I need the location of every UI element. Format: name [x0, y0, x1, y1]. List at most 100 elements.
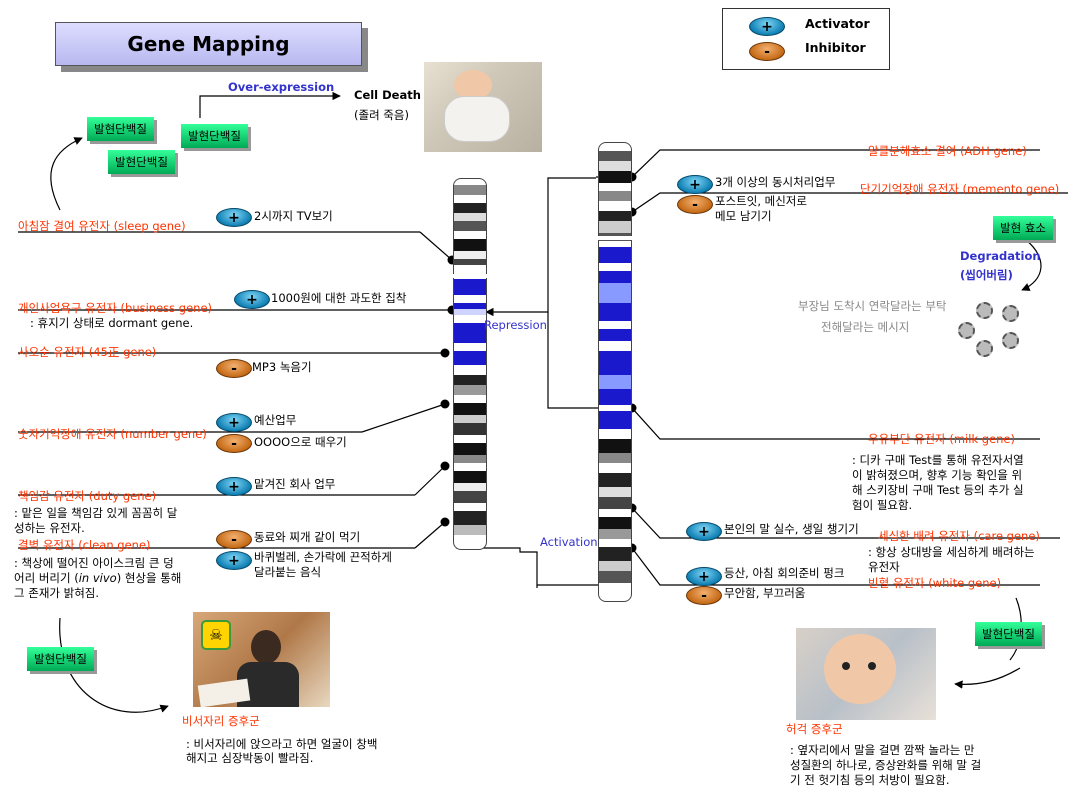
number-inhibitor-label: OOOO으로 때우기 [254, 435, 347, 449]
inhibitor-icon: - [677, 195, 713, 214]
secretary-syndrome-label: 비서자리 증후군 [182, 714, 260, 728]
plus-symbol: + [689, 176, 701, 193]
postit-label-2: 메모 남기기 [715, 209, 772, 223]
number-gene-label: 숫자기억장애 유전자 (number gene) [18, 427, 207, 441]
startled-baby-photo [796, 628, 936, 720]
duty-activator-label: 맡겨진 회사 업무 [254, 477, 336, 491]
white-activator-label: 등산, 아침 회의준비 펑크 [724, 566, 845, 580]
startle-note-3: 기 전 헛기침 등의 처방이 필요함. [790, 773, 950, 787]
legend: + Activator - Inhibitor [722, 8, 890, 70]
secretary-note-1: : 비서자리에 앉으라고 하면 얼굴이 창백 [186, 737, 378, 751]
protein-box-4: 발현단백질 [27, 647, 94, 671]
baby-body [444, 96, 510, 142]
inhibitor-icon: - [686, 586, 722, 605]
milk-note-4: 험이 필요함. [852, 498, 913, 512]
minus-symbol: - [231, 360, 237, 377]
secretary-photo: ☠ [193, 612, 330, 708]
chromosome-left [453, 178, 487, 550]
minus-symbol: - [692, 196, 698, 213]
startle-syndrome-label: 허걱 증후군 [786, 722, 843, 736]
duty-note-1: : 맡은 일을 책임감 있게 꼼꼼히 달 [14, 506, 178, 520]
plus-symbol: + [228, 209, 240, 226]
legend-activator: Activator [805, 16, 870, 31]
sleep-activator-label: 2시까지 TV보기 [254, 209, 333, 223]
degraded-fragment [1002, 332, 1019, 349]
legend-inhibitor: Inhibitor [805, 40, 866, 55]
over-expression-label: Over-expression [228, 80, 335, 94]
clean-note-2b: in vivo [78, 571, 117, 585]
adh-gene-label: 알콜분해효소 결여 (ADH gene) [868, 144, 1027, 158]
duty-gene-label: 책임감 유전자 (duty gene) [18, 489, 157, 503]
protein-box-right: 발현단백질 [975, 622, 1042, 646]
protein-box-3: 발현단백질 [108, 150, 175, 174]
skull-badge: ☠ [201, 620, 231, 650]
enzyme-box: 발현 효소 [993, 216, 1053, 240]
business-activator-label: 1000원에 대한 과도한 집착 [271, 291, 407, 305]
degraded-fragment [958, 322, 975, 339]
inhibitor-icon: - [749, 42, 785, 61]
sleeping-baby-photo [424, 62, 542, 152]
business-note: : 휴지기 상태로 dormant gene. [30, 316, 194, 330]
minus-symbol: - [231, 435, 237, 452]
clean-note-1: : 책상에 떨어진 아이스크림 큰 덩 [14, 556, 174, 570]
plus-symbol: + [761, 18, 773, 35]
activator-icon: + [234, 290, 270, 309]
chromosome-right [598, 142, 632, 602]
plus-symbol: + [246, 291, 258, 308]
message-label-2: 전해달라는 메시지 [821, 320, 910, 334]
milk-note-1: : 디카 구매 Test를 통해 유전자서열 [852, 453, 1024, 467]
person-head [251, 630, 281, 664]
degradation-ko-label: (씹어버림) [960, 268, 1013, 282]
startle-note-1: : 옆자리에서 말을 걸면 깜짝 놀라는 만 [790, 743, 975, 757]
milk-note-3: 해 스키장비 구매 Test 등의 추가 실 [852, 483, 1024, 497]
activator-icon: + [216, 551, 252, 570]
protein-box-2: 발현단백질 [181, 124, 248, 148]
postit-label-1: 포스트잇, 메신저로 [715, 194, 807, 208]
clean-inhibitor-label: 동료와 찌개 같이 먹기 [254, 530, 361, 544]
clean-gene-label: 결벽 유전자 (clean gene) [18, 538, 151, 552]
startle-note-2: 성질환의 하나로, 증상완화를 위해 말 걸 [790, 758, 982, 772]
activator-icon: + [677, 175, 713, 194]
clean-note-2c: ) 현상을 통해 [116, 571, 182, 585]
memento-gene-label: 단기기억장애 유전자 (memento gene) [860, 182, 1060, 196]
sleep-gene-label: 아침잠 결여 유전자 (sleep gene) [18, 219, 186, 233]
degradation-label: Degradation [960, 249, 1041, 263]
baby-eye-left [842, 662, 850, 670]
cell-death-ko-label: (졸려 죽음) [354, 108, 409, 122]
plus-symbol: + [228, 414, 240, 431]
page-title-text: Gene Mapping [127, 32, 290, 56]
repression-label: Repression [484, 318, 547, 332]
care-gene-label: 세심한 배려 유전자 (care gene) [878, 529, 1040, 543]
secretary-note-2: 해지고 심장박동이 빨라짐. [186, 751, 314, 765]
activator-icon: + [216, 477, 252, 496]
baby-face [454, 70, 492, 100]
page-title: Gene Mapping [55, 22, 362, 66]
activator-icon: + [686, 567, 722, 586]
white-gene-label: 빈혈 유전자 (white gene) [868, 576, 1002, 590]
cell-death-label: Cell Death [354, 88, 421, 102]
activator-icon: + [216, 413, 252, 432]
number-activator-label: 예산업무 [254, 413, 297, 427]
message-label-1: 부장님 도착시 연락달라는 부탁 [798, 299, 947, 313]
gene45-inhibitor-label: MP3 녹음기 [252, 360, 312, 374]
white-inhibitor-label: 무안함, 부끄러움 [724, 586, 806, 600]
multi-task-label: 3개 이상의 동시처리업무 [715, 175, 836, 189]
degraded-fragment [976, 340, 993, 357]
milk-gene-label: 우유부단 유전자 (milk gene) [868, 432, 1015, 446]
minus-symbol: - [701, 587, 707, 604]
plus-symbol: + [228, 478, 240, 495]
clean-note-3: 그 존재가 밝혀짐. [14, 586, 100, 600]
minus-symbol: - [231, 531, 237, 548]
baby-eye-right [868, 662, 876, 670]
care-activator-label: 본인의 말 실수, 생일 챙기기 [724, 522, 859, 536]
activation-label: Activation [540, 535, 598, 549]
inhibitor-icon: - [216, 359, 252, 378]
clean-note-2: 어리 버리기 (in vivo) 현상을 통해 [14, 571, 181, 587]
business-gene-label: 개인사업욕구 유전자 (business gene) [18, 301, 213, 315]
clean-note-2a: 어리 버리기 ( [14, 571, 79, 585]
centromere-left [451, 274, 487, 278]
clean-activator-label-1: 바퀴벌레, 손가락에 끈적하게 [254, 550, 392, 564]
care-note-2: 유전자 [868, 560, 900, 574]
baby-face [824, 634, 896, 704]
